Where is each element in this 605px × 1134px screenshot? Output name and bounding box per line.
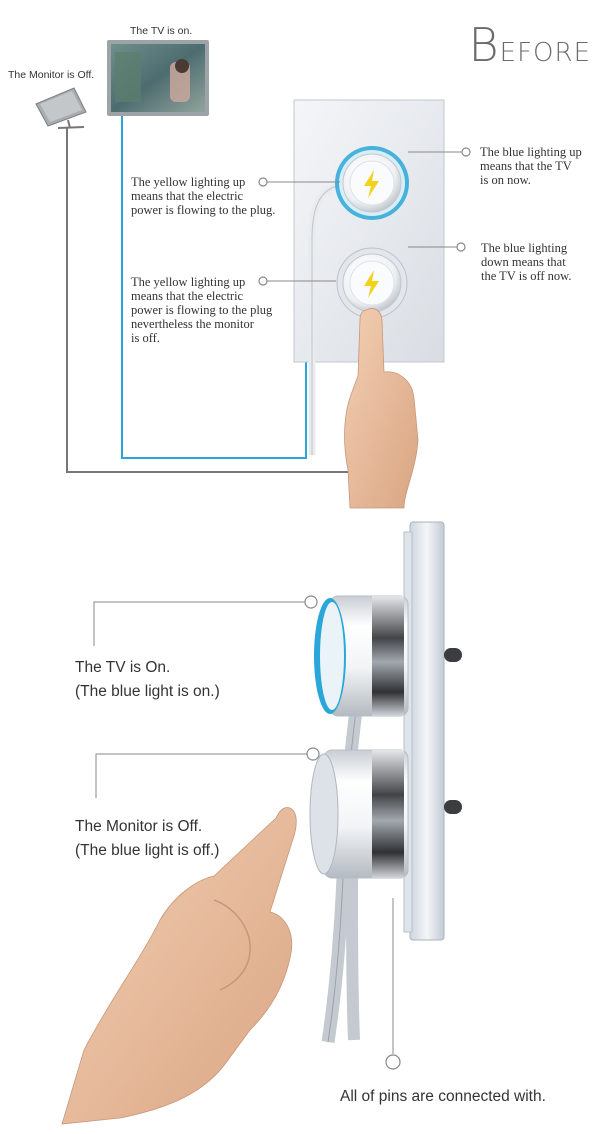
finger-icon: [344, 308, 419, 509]
monitor-icon: [35, 87, 87, 129]
title-rest: EFORE: [499, 38, 591, 68]
monitor-label: The Monitor is Off.: [8, 69, 95, 81]
bolt-icon: [364, 170, 379, 198]
hand-icon: [61, 807, 297, 1125]
callout-upper-left: The yellow lighting up means that the el…: [131, 175, 276, 217]
side-view-device: [309, 521, 462, 1043]
tv-label: The TV is on.: [130, 25, 193, 37]
callout-upper-right: The blue lighting up means that the TV i…: [480, 145, 582, 187]
tv-on-label: The TV is On. (The blue light is on.): [75, 659, 220, 700]
callout-lower-right: The blue lighting down means that the TV…: [481, 241, 572, 283]
tv-icon: [107, 40, 209, 116]
pins-label: All of pins are connected with.: [340, 1088, 546, 1105]
callout-lower-left: The yellow lighting up means that the el…: [131, 275, 273, 345]
page-title: BEFORE: [469, 18, 591, 72]
title-first-letter: B: [468, 18, 500, 72]
lower-plug: [336, 247, 408, 319]
bolt-icon: [364, 270, 379, 298]
monitor-off-label: The Monitor is Off. (The blue light is o…: [75, 818, 220, 859]
upper-plug: [335, 146, 409, 220]
